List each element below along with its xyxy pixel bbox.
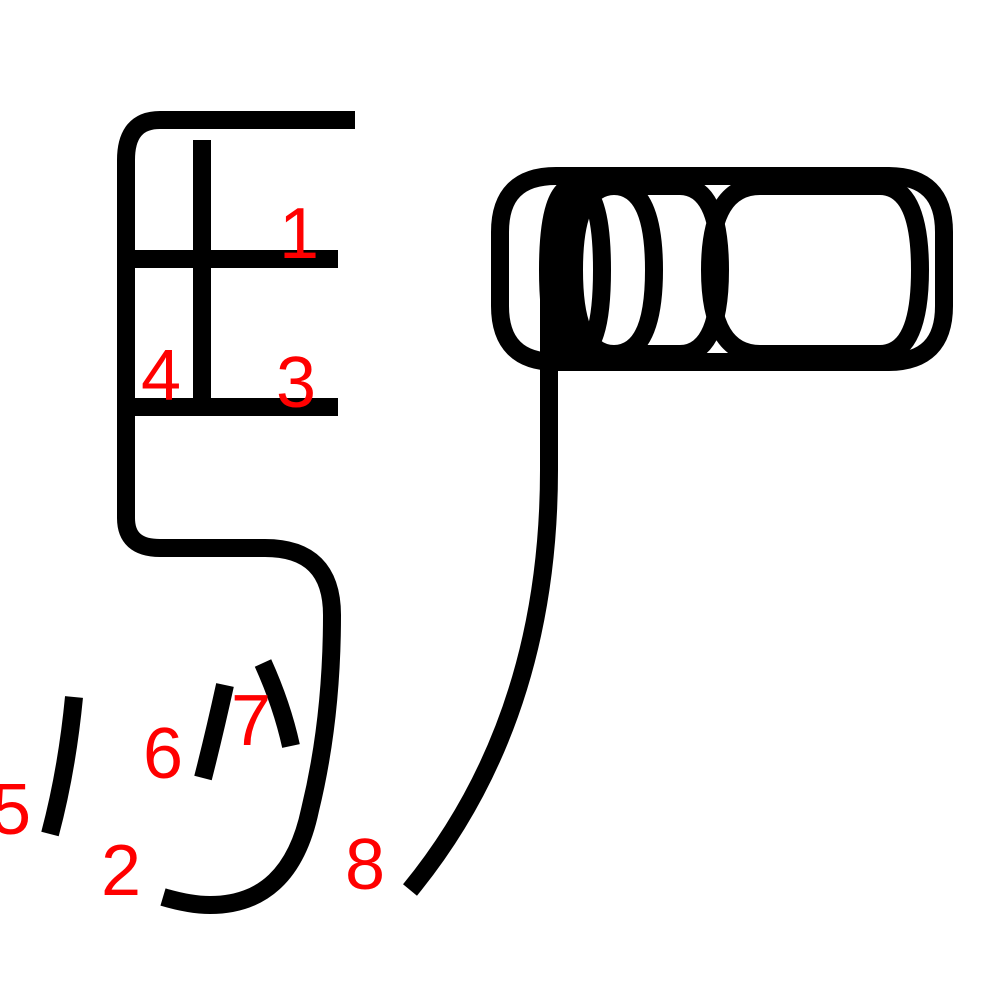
dot-stroke-7 bbox=[254, 659, 300, 748]
stroke-number-5: 5 bbox=[0, 770, 31, 850]
box-outer-loop bbox=[491, 167, 953, 371]
stroke-number-6: 6 bbox=[143, 714, 183, 794]
box-loop-b bbox=[565, 177, 663, 363]
outer-frame-stroke bbox=[117, 111, 355, 914]
box-loop-d bbox=[701, 177, 929, 363]
stroke-number-2: 2 bbox=[101, 831, 141, 911]
dot-stroke-6 bbox=[194, 683, 234, 781]
long-sweep-stroke bbox=[403, 295, 558, 896]
stroke-number-8: 8 bbox=[345, 825, 385, 905]
stroke-number-4: 4 bbox=[141, 336, 181, 416]
stroke-number-3: 3 bbox=[276, 343, 316, 423]
stroke-number-1: 1 bbox=[279, 194, 319, 274]
box-loop-c bbox=[551, 177, 729, 363]
dot-stroke-5 bbox=[41, 696, 83, 837]
box-loop-a bbox=[539, 177, 611, 363]
stroke-number-7: 7 bbox=[231, 681, 271, 761]
